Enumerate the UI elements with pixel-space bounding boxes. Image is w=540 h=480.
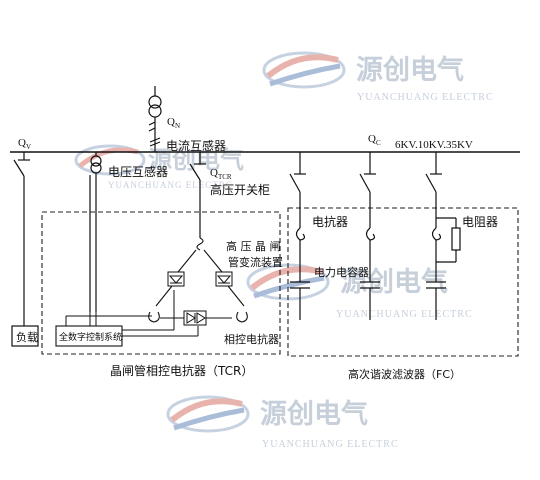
- qv-label: QV: [18, 137, 31, 151]
- capacitor-label: 电力电容器: [314, 265, 369, 279]
- thyristor-bottom: [183, 310, 207, 326]
- control-wiring: [65, 290, 199, 337]
- pt-label: 电压互感器: [108, 164, 168, 179]
- load-feeder: [11, 152, 39, 347]
- watermark-logo: [262, 51, 346, 89]
- qn-label: QN: [167, 116, 180, 130]
- watermark-top: 源创电气 YUANCHUANG ELECTRC: [262, 51, 494, 103]
- watermark-brand-en: YUANCHUANG ELECTRC: [262, 439, 399, 450]
- reactor-label: 电抗器: [312, 214, 348, 229]
- thyristor-left: [167, 271, 185, 287]
- tcr-dashed-boundary: [41, 211, 281, 355]
- qtcr-label: QTCR: [210, 167, 232, 181]
- watermark-brand-cn: 源创电气: [148, 146, 244, 174]
- watermark-brand-en: YUANCHUANG ELECTRC: [108, 180, 233, 190]
- thyristor-label-line2: 管变流装置: [228, 255, 283, 269]
- hv-cabinet-label: 高压开关柜: [210, 182, 270, 197]
- watermark-brand-cn: 源创电气: [356, 55, 464, 86]
- resistor-label: 电阻器: [462, 215, 498, 229]
- fc-title: 高次谐波滤波器（FC）: [348, 367, 461, 381]
- qc-label: QC: [368, 133, 381, 147]
- ct-label: 电流互感器: [166, 138, 226, 153]
- phase-reactor-label: 相控电抗器: [224, 332, 279, 346]
- control-system-label: 全数字控制系统: [59, 331, 122, 343]
- tcr-title: 晶闸管相控电抗器（TCR）: [110, 363, 253, 378]
- voltage-transformer: [89, 152, 102, 312]
- fc-dashed-boundary: [287, 207, 519, 357]
- watermark-brand-cn: 源创电气: [260, 399, 368, 430]
- watermark-brand-en: YUANCHUANG ELECTRC: [336, 309, 473, 320]
- thyristor-label-line1: 高 压 晶 闸: [226, 239, 281, 253]
- fc-branch-2: [359, 152, 380, 320]
- load-box-label: 负载: [16, 330, 38, 344]
- voltage-label: 6KV.10KV.35KV: [395, 139, 473, 151]
- hv-breaker-tcr: [189, 152, 206, 238]
- fc-branch-3: [425, 152, 461, 320]
- watermark-brand-en: YUANCHUANG ELECTRC: [357, 92, 494, 103]
- thyristor-right: [215, 271, 233, 287]
- fc-branch-1: [289, 152, 310, 320]
- supply-transformer: [148, 86, 162, 152]
- watermark-bottom: 源创电气 YUANCHUANG ELECTRC: [166, 395, 399, 450]
- current-transformer-symbol: [149, 137, 161, 147]
- watermark-logo: [166, 395, 250, 433]
